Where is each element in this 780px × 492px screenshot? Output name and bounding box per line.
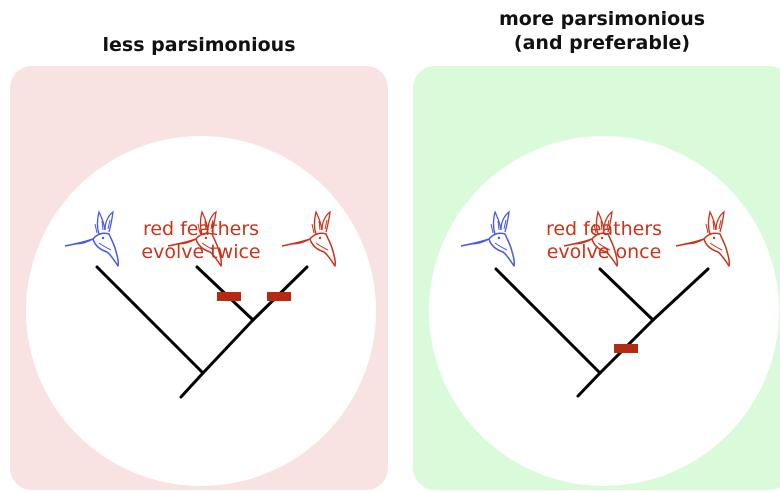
tree-circle: red feathers evolve twice <box>26 136 376 486</box>
branches <box>95 265 309 399</box>
evolution-event-marker <box>217 292 241 301</box>
phylogenetic-tree <box>64 211 337 399</box>
hummingbird-icon <box>64 211 120 267</box>
branch-red-1 <box>598 267 655 322</box>
hummingbird-icon <box>563 211 619 267</box>
branches <box>494 267 710 398</box>
right-title-line1: more parsimonious <box>498 8 706 30</box>
hummingbird-icon <box>460 211 516 267</box>
hummingbird-icon <box>675 211 731 267</box>
branch-red-2 <box>651 267 710 322</box>
branch-root <box>576 371 602 398</box>
left-title: less parsimonious <box>102 34 296 56</box>
tree-circle: red feathers evolve once <box>429 136 779 486</box>
hummingbird-icon <box>167 211 223 267</box>
more-parsimonious-panel: red feathers evolve once <box>413 66 780 490</box>
hummingbird-icon <box>281 211 337 267</box>
evolution-event-marker <box>267 292 291 301</box>
branch-blue <box>95 265 205 375</box>
evolution-event-marker <box>614 344 638 353</box>
branch-inner <box>201 318 255 375</box>
trait-note-line2: evolve twice <box>141 241 261 263</box>
phylogenetic-tree <box>460 211 731 398</box>
branch-blue <box>494 267 602 375</box>
branch-root <box>179 371 205 399</box>
right-title: more parsimonious (and preferable) <box>413 7 780 55</box>
right-title-line2: (and preferable) <box>513 32 691 54</box>
less-parsimonious-panel: red feathers evolve twice <box>10 66 388 490</box>
